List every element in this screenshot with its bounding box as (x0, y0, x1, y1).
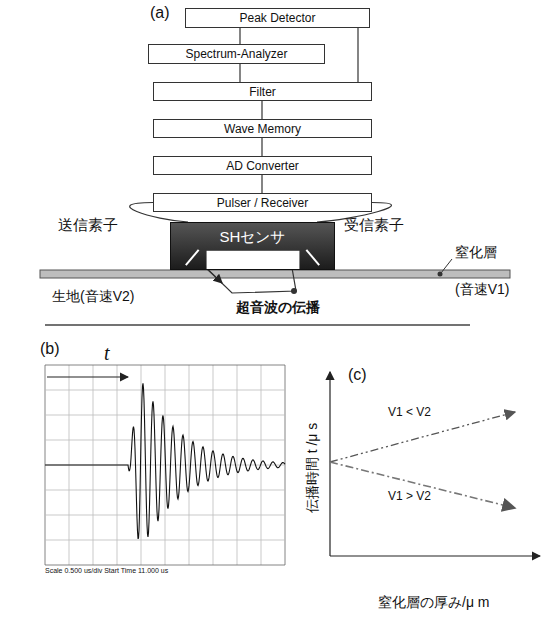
panel-label: (c) (348, 366, 367, 384)
grid-line (45, 415, 285, 416)
base-line (45, 324, 470, 326)
y-axis (329, 372, 330, 556)
part-label: 生地(音速V2) (52, 288, 134, 306)
box-label: Peak Detector (239, 11, 315, 25)
leader-line (441, 259, 452, 273)
box-label: AD Converter (226, 159, 299, 173)
connector-line (261, 101, 262, 119)
part-label: 窒化層 (455, 244, 497, 262)
part-label: (音速V1) (455, 281, 509, 299)
process-box: Peak Detector (185, 8, 370, 28)
process-box: Wave Memory (153, 119, 372, 138)
box-label: Filter (249, 85, 276, 99)
connector-line (357, 28, 358, 82)
series-label: V1 < V2 (388, 405, 431, 419)
axis-label: 伝播時間 t /μ s (304, 423, 322, 514)
sensor-label: SHセンサ (220, 228, 286, 247)
connector-line (239, 64, 240, 82)
scope-caption: Scale 0.500 us/div Start Time 11.000 us (45, 567, 168, 574)
leader-dot (438, 272, 443, 277)
box-label: Pulser / Receiver (217, 196, 308, 210)
time-arrow (47, 376, 128, 377)
grid-line (45, 515, 285, 516)
nitride-layer (40, 270, 510, 278)
box-label: Wave Memory (224, 122, 301, 136)
process-box: Spectrum-Analyzer (148, 44, 325, 64)
sensor-housing: SHセンサ (170, 222, 335, 270)
series-label: V1 > V2 (388, 489, 431, 503)
process-box: Pulser / Receiver (153, 193, 372, 212)
trend-line (330, 412, 515, 462)
path-label: 超音波の伝播 (236, 299, 320, 317)
connector-line (261, 175, 262, 193)
grid-line (45, 565, 285, 566)
grid-line (45, 490, 285, 491)
scope-grid (45, 365, 285, 565)
process-box: AD Converter (153, 156, 372, 175)
grid-line (45, 540, 285, 541)
box-label: Spectrum-Analyzer (185, 47, 287, 61)
grid-line (45, 365, 285, 366)
part-label: 受信素子 (344, 216, 404, 235)
time-label: t (104, 342, 110, 365)
path-dot (291, 288, 297, 294)
grid-line (45, 390, 285, 391)
panel-label: (a) (150, 4, 170, 22)
waveform (45, 383, 285, 538)
panel-label: (b) (40, 340, 60, 358)
trend-line (330, 462, 515, 508)
connector-line (261, 138, 262, 156)
process-box: Filter (153, 82, 372, 101)
x-axis (330, 555, 540, 556)
part-label: 送信素子 (58, 216, 118, 235)
axis-label: 窒化層の厚み/μ m (378, 594, 490, 612)
connector-line (239, 28, 240, 44)
